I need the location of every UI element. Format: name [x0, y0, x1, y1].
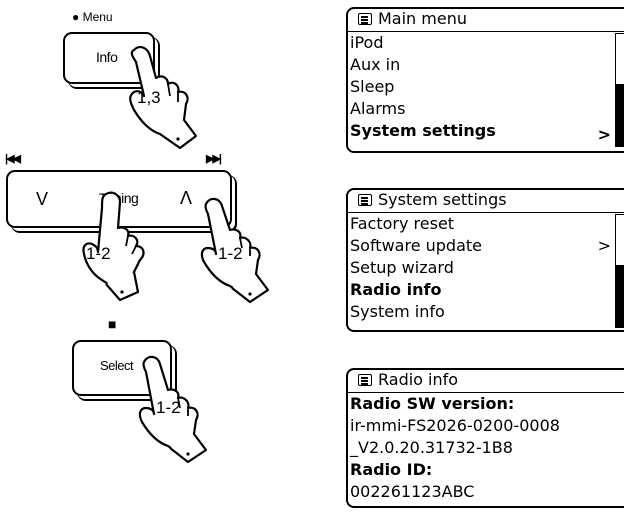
- scrollbar-thumb[interactable]: [616, 265, 624, 327]
- menu-item-ipod[interactable]: iPod: [350, 33, 384, 52]
- radio-id-label: Radio ID:: [350, 460, 433, 479]
- tuning-up-button[interactable]: Λ: [180, 188, 192, 208]
- pointing-hand-icon: [200, 197, 270, 304]
- next-icon: ▶▶|: [206, 153, 222, 165]
- main-menu-screen: Main menu iPod Aux in Sleep Alarms Syste…: [346, 7, 624, 153]
- menu-label: ● Menu: [72, 10, 113, 24]
- scrollbar[interactable]: [615, 214, 624, 328]
- menu-item-factory-reset[interactable]: Factory reset: [350, 214, 455, 233]
- tuning-down-button[interactable]: V: [36, 189, 48, 209]
- submenu-indicator: >: [597, 236, 611, 255]
- menu-item-software-update[interactable]: Software update: [350, 236, 482, 255]
- pointing-hand-icon: [129, 46, 198, 150]
- select-step-label: 1-2: [156, 398, 181, 417]
- submenu-indicator: >: [597, 125, 611, 144]
- screen-title-bar: Main menu: [348, 9, 624, 32]
- info-button-label: Info: [96, 49, 118, 65]
- system-settings-title: System settings: [378, 190, 507, 209]
- info-step-label: 1,3: [137, 88, 161, 107]
- radio-sw-version-value-cont: _V2.0.20.31732-1B8: [350, 438, 513, 457]
- radio-info-title: Radio info: [378, 370, 459, 389]
- menu-item-alarms[interactable]: Alarms: [350, 99, 406, 118]
- radio-sw-version-label: Radio SW version:: [350, 394, 515, 413]
- radio-id-value: 002261123ABC: [350, 482, 475, 501]
- menu-icon: [358, 374, 372, 386]
- right-step-label: 1-2: [218, 244, 243, 263]
- menu-item-setup-wizard[interactable]: Setup wizard: [350, 258, 454, 277]
- menu-item-system-settings[interactable]: System settings: [350, 121, 496, 140]
- menu-icon: [358, 13, 372, 25]
- main-menu-title: Main menu: [378, 9, 467, 28]
- screen-title-bar: System settings: [348, 190, 624, 213]
- menu-item-aux-in[interactable]: Aux in: [350, 55, 401, 74]
- select-button-label: Select: [100, 358, 134, 373]
- menu-icon: [358, 194, 372, 206]
- menu-item-system-info[interactable]: System info: [350, 302, 445, 321]
- radio-sw-version-value: ir-mmi-FS2026-0200-0008: [350, 416, 560, 435]
- scrollbar-thumb[interactable]: [616, 84, 624, 146]
- screen-title-bar: Radio info: [348, 370, 624, 393]
- previous-icon: |◀◀: [5, 153, 21, 165]
- stop-icon: ■: [108, 316, 117, 332]
- menu-item-radio-info[interactable]: Radio info: [350, 280, 442, 299]
- menu-item-sleep[interactable]: Sleep: [350, 77, 395, 96]
- scrollbar[interactable]: [615, 33, 624, 147]
- pointing-hand-icon: [138, 355, 208, 464]
- system-settings-screen: System settings Factory reset Software u…: [346, 188, 624, 332]
- radio-info-screen: Radio info Radio SW version: ir-mmi-FS20…: [346, 368, 624, 508]
- left-step-label: 1-2: [86, 244, 111, 263]
- pointing-hand-icon: [82, 191, 145, 302]
